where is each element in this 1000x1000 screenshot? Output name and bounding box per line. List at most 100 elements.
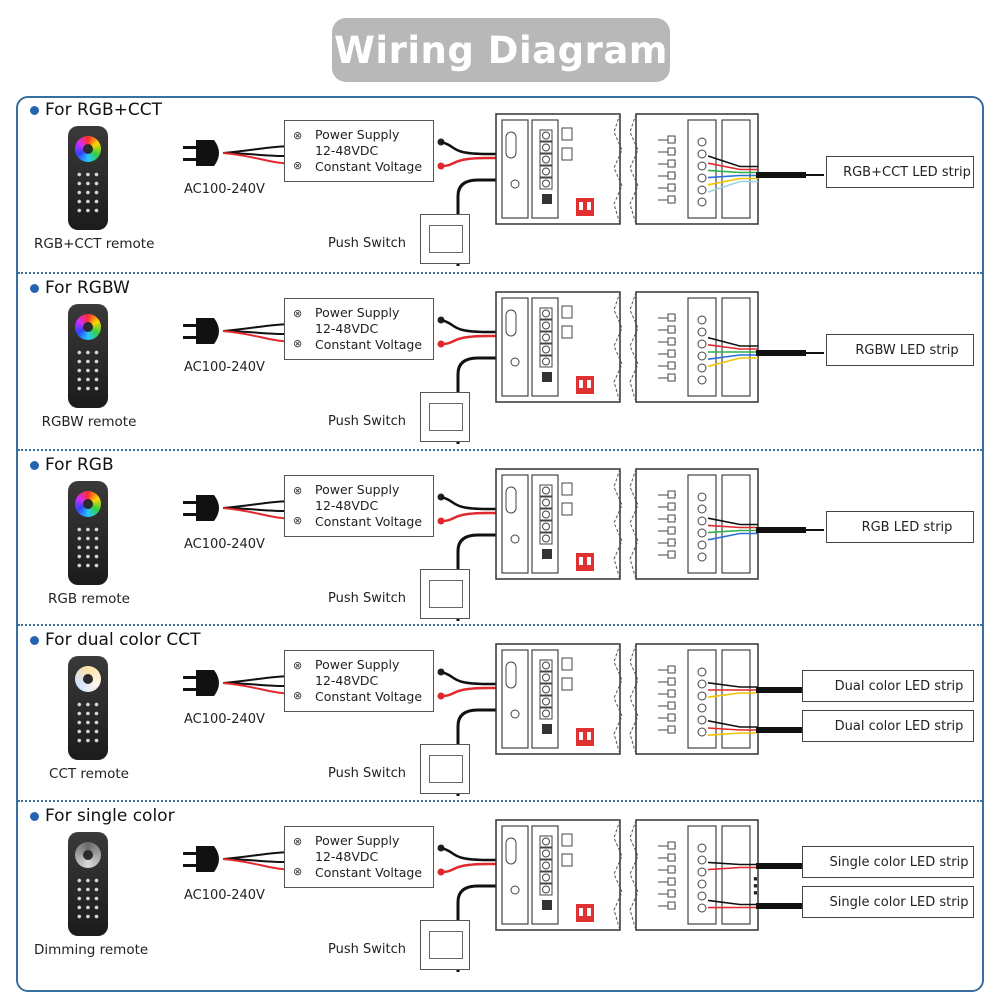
color-wheel-icon [75, 666, 101, 692]
terminal-icon: ⊗ [293, 514, 303, 527]
wiring-lines [183, 113, 824, 266]
terminal-icon: ⊗ [293, 689, 303, 702]
color-wheel-icon [75, 136, 101, 162]
section-heading-text: For RGB [45, 455, 114, 475]
bullet-dot [30, 105, 39, 115]
led-strip-box: Single color LED strip [802, 846, 974, 878]
section-heading: For RGB+CCT [30, 100, 162, 120]
color-wheel-icon [75, 842, 101, 868]
terminal-icon: ⊗ [293, 129, 303, 142]
remote-control-icon [68, 481, 108, 585]
push-switch-icon [420, 569, 470, 619]
led-strip-box: Single color LED strip [802, 886, 974, 918]
terminal-icon: ⊗ [293, 484, 303, 497]
psu-text: Power Supply [315, 833, 400, 848]
bullet-dot [30, 811, 39, 821]
terminal-icon: ⊗ [293, 337, 303, 350]
section-heading-text: For RGBW [45, 278, 130, 298]
psu-text: Constant Voltage [315, 514, 423, 529]
section-rgbw: For RGBW RGBW remote AC100-240V Power Supp… [18, 274, 982, 450]
wiring-lines [183, 468, 824, 621]
bullet-dot [30, 283, 39, 293]
psu-text: 12-48VDC [315, 321, 379, 336]
remote-control-icon [68, 832, 108, 936]
section-divider [18, 800, 982, 802]
color-wheel-icon [75, 491, 101, 517]
keypad [75, 700, 101, 744]
more-outputs-icon: ··· [752, 869, 759, 904]
ac-plug-icon [183, 318, 285, 344]
page-title: Wiring Diagram [332, 18, 670, 82]
remote-label: Dimming remote [34, 942, 149, 958]
led-strip-box: Dual color LED strip [802, 710, 974, 742]
section-heading-text: For single color [45, 806, 175, 826]
psu-text: Power Supply [315, 657, 400, 672]
keypad [75, 170, 101, 214]
remote-control-icon [68, 656, 108, 760]
remote-label: RGBW remote [41, 414, 137, 430]
section-divider [18, 272, 982, 274]
terminal-icon: ⊗ [293, 865, 303, 878]
terminal-icon: ⊗ [293, 659, 303, 672]
push-switch-label: Push Switch [328, 942, 406, 957]
push-switch-icon [420, 214, 470, 264]
push-switch-label: Push Switch [328, 414, 406, 429]
push-switch-icon [420, 920, 470, 970]
ac-input-label: AC100-240V [184, 888, 265, 903]
section-rgb: For RGB RGB remote AC100-240V Power Supply… [18, 451, 982, 627]
ac-input-label: AC100-240V [184, 360, 265, 375]
wiring-lines [183, 643, 825, 796]
ac-plug-icon [183, 846, 285, 872]
psu-text: Power Supply [315, 305, 400, 320]
led-strip-box: RGB+CCT LED strip [826, 156, 974, 188]
section-divider [18, 449, 982, 451]
ac-input-label: AC100-240V [184, 712, 265, 727]
psu-text: Constant Voltage [315, 159, 423, 174]
ac-plug-icon [183, 495, 285, 521]
psu-text: Constant Voltage [315, 337, 423, 352]
section-cct: For dual color CCT CCT remote AC100-240V P… [18, 626, 982, 802]
section-heading-text: For dual color CCT [45, 630, 201, 650]
led-strip-box: RGB LED strip [826, 511, 974, 543]
push-switch-label: Push Switch [328, 591, 406, 606]
terminal-icon: ⊗ [293, 159, 303, 172]
psu-text: 12-48VDC [315, 143, 379, 158]
keypad [75, 525, 101, 569]
psu-text: 12-48VDC [315, 849, 379, 864]
psu-text: 12-48VDC [315, 498, 379, 513]
remote-label: RGB remote [48, 591, 130, 607]
push-switch-icon [420, 744, 470, 794]
remote-label: CCT remote [49, 766, 129, 782]
terminal-icon: ⊗ [293, 307, 303, 320]
psu-text: Power Supply [315, 482, 400, 497]
section-heading: For RGB [30, 455, 114, 475]
push-switch-icon [420, 392, 470, 442]
diagram-frame [16, 96, 984, 992]
bullet-dot [30, 635, 39, 645]
keypad [75, 348, 101, 392]
push-switch-label: Push Switch [328, 766, 406, 781]
wiring-lines [183, 819, 825, 972]
remote-control-icon [68, 304, 108, 408]
section-heading: For dual color CCT [30, 630, 200, 650]
terminal-icon: ⊗ [293, 835, 303, 848]
remote-control-icon [68, 126, 108, 230]
section-heading-text: For RGB+CCT [45, 100, 162, 120]
led-strip-box: RGBW LED strip [826, 334, 974, 366]
color-wheel-icon [75, 314, 101, 340]
ac-input-label: AC100-240V [184, 537, 265, 552]
ac-plug-icon [183, 140, 285, 166]
section-heading: For single color [30, 806, 175, 826]
psu-text: Constant Voltage [315, 689, 423, 704]
keypad [75, 876, 101, 920]
ac-input-label: AC100-240V [184, 182, 265, 197]
psu-text: 12-48VDC [315, 673, 379, 688]
push-switch-label: Push Switch [328, 236, 406, 251]
remote-label: RGB+CCT remote [34, 236, 155, 252]
